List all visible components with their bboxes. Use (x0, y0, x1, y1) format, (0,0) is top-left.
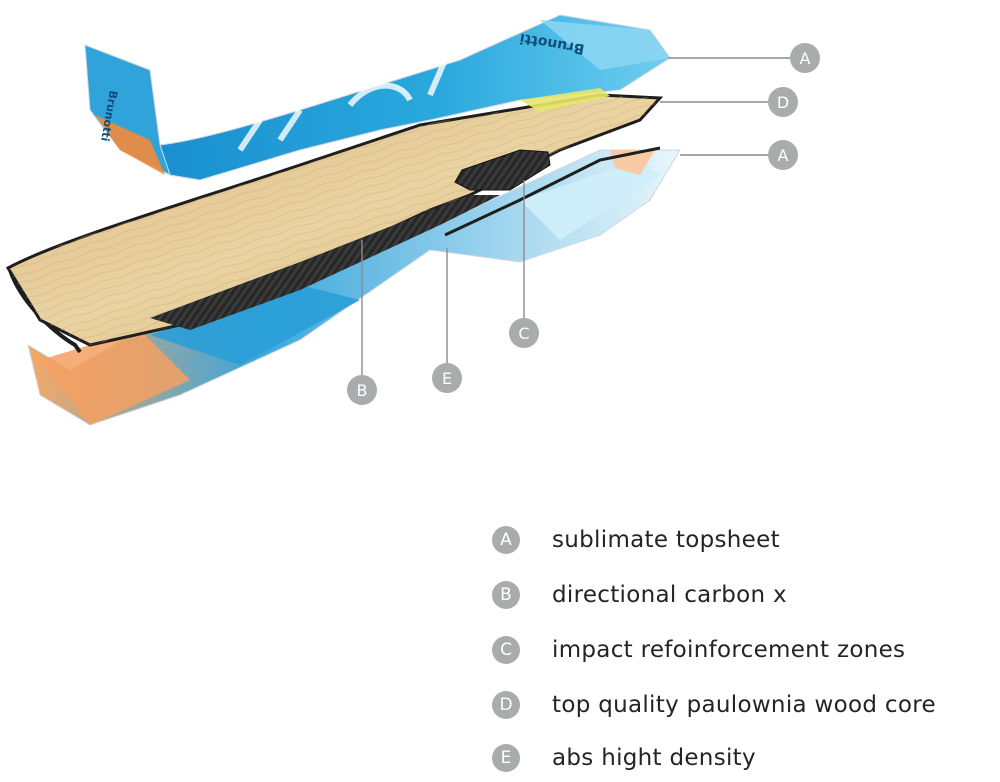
callout-c: C (509, 318, 539, 348)
top-topsheet-main (159, 14, 671, 181)
svg-text:E: E (442, 369, 452, 388)
leader-lines (361, 57, 790, 375)
legend-badge-c: C (492, 636, 520, 664)
svg-text:C: C (518, 324, 529, 343)
callout-a-bottom: A (768, 140, 798, 170)
svg-text:A: A (800, 49, 811, 68)
svg-text:A: A (778, 146, 789, 165)
legend-label-b: directional carbon x (552, 582, 787, 608)
top-light-band (540, 20, 670, 70)
legend-label-e: abs hight density (552, 745, 756, 771)
legend-badge-a: A (492, 526, 520, 554)
carbon-layer (150, 146, 661, 330)
callout-d: D (768, 87, 798, 117)
impact-reinforcement-pad (454, 149, 551, 191)
legend-item-c: C impact refoinforcement zones (492, 630, 905, 670)
legend-item-a: A sublimate topsheet (492, 520, 780, 560)
callout-e: E (432, 363, 462, 393)
top-graphic-letters (237, 58, 448, 152)
callout-a-top: A (790, 43, 820, 73)
bottom-orange-stripe (40, 330, 190, 425)
legend-item-e: E abs hight density (492, 738, 756, 778)
legend-label-d: top quality paulownia wood core (552, 692, 936, 718)
legend-label-a: sublimate topsheet (552, 527, 780, 553)
legend-label-c: impact refoinforcement zones (552, 637, 906, 663)
bottom-topsheet-layer (27, 149, 681, 426)
legend-item-d: D top quality paulownia wood core (492, 685, 936, 725)
top-yellow-dots (520, 88, 610, 112)
top-orange-patch (95, 115, 165, 175)
svg-text:B: B (357, 381, 368, 400)
svg-text:D: D (777, 93, 789, 112)
legend-item-b: B directional carbon x (492, 575, 787, 615)
legend-badge-b: B (492, 581, 520, 609)
callout-b: B (347, 375, 377, 405)
bottom-blue-band (150, 285, 360, 365)
legend-badge-e: E (492, 744, 520, 772)
legend-badge-d: D (492, 691, 520, 719)
top-topsheet-layer: Brunotti Brunotti (84, 14, 671, 181)
top-topsheet-tip (84, 44, 171, 176)
directional-carbon-strip (150, 195, 500, 330)
bottom-light-band (520, 160, 660, 240)
rail-edge-line (444, 146, 661, 237)
